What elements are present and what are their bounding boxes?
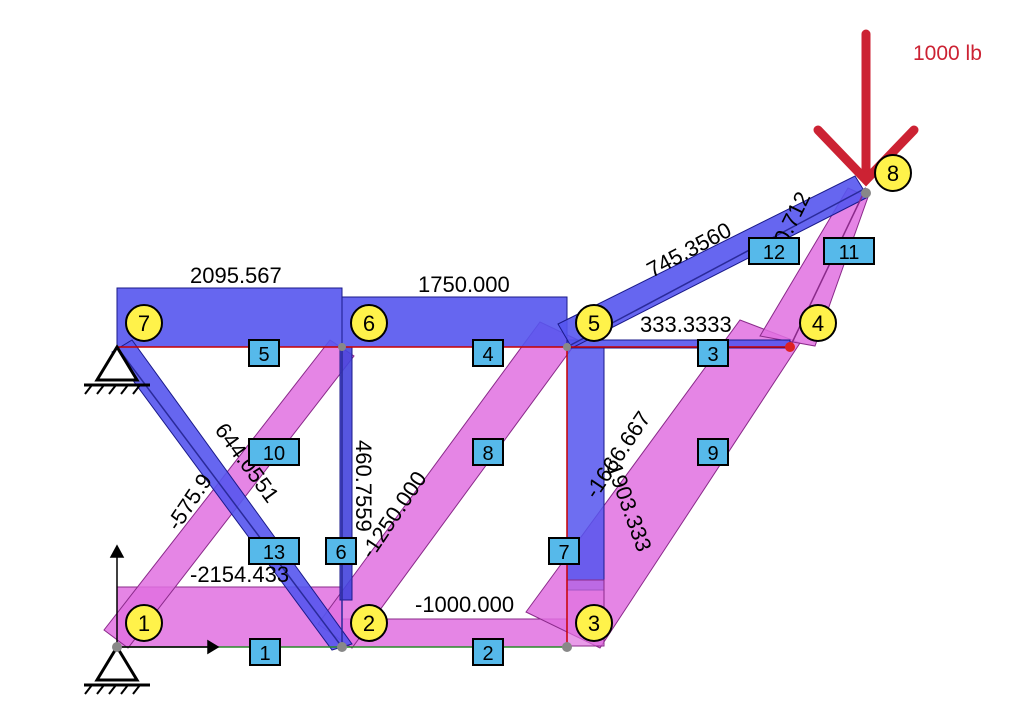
node-6[interactable]: 6 [350, 304, 388, 342]
member-tag-13[interactable]: 13 [248, 537, 300, 565]
node-label: 8 [887, 161, 899, 186]
load-arrow [813, 29, 919, 187]
member-tag-7[interactable]: 7 [548, 537, 580, 565]
node-2[interactable]: 2 [350, 604, 388, 642]
member-tag-label: 6 [335, 542, 346, 564]
node-label: 1 [138, 611, 150, 636]
force-label-member-1: -2154.433 [190, 562, 289, 587]
member-tag-label: 2 [482, 643, 493, 665]
force-label-member-5: 2095.567 [190, 263, 282, 288]
load-label: 1000 lb [913, 42, 982, 65]
pin-support-node-1 [84, 644, 150, 695]
node-label: 6 [363, 311, 375, 336]
joint-dots [112, 188, 871, 652]
member-tag-label: 13 [263, 542, 285, 564]
member-tag-10[interactable]: 10 [248, 438, 300, 466]
member-tag-label: 12 [763, 242, 785, 264]
node-4[interactable]: 4 [799, 304, 837, 342]
truss-line [566, 187, 867, 348]
member-tag-5[interactable]: 5 [248, 339, 280, 367]
node-7[interactable]: 7 [125, 304, 163, 342]
pin-support-node-7 [84, 344, 150, 395]
member-tag-label: 11 [839, 242, 860, 264]
member-tag-label: 8 [482, 443, 493, 465]
member-tag-label: 7 [558, 542, 569, 564]
member-tag-label: 9 [707, 443, 718, 465]
force-label-member-4: 1750.000 [418, 272, 510, 297]
member-tags: 1 2 3 4 5 6 7 8 [248, 237, 875, 666]
node-1[interactable]: 1 [125, 604, 163, 642]
node-label: 7 [138, 311, 150, 336]
member-tag-label: 5 [258, 344, 269, 366]
force-label-member-2: -1000.000 [415, 592, 514, 617]
member-tag-label: 3 [707, 344, 718, 366]
node-label: 2 [363, 611, 375, 636]
member-tag-11[interactable]: 11 [823, 237, 875, 265]
member-tag-8[interactable]: 8 [472, 438, 504, 466]
member-tag-1[interactable]: 1 [249, 638, 281, 666]
node-8[interactable]: 8 [874, 154, 912, 192]
member-tag-4[interactable]: 4 [472, 339, 504, 367]
node-5[interactable]: 5 [575, 304, 613, 342]
member-tag-3[interactable]: 3 [697, 339, 729, 367]
node-3[interactable]: 3 [575, 604, 613, 642]
member-tag-label: 10 [263, 443, 285, 465]
node-label: 5 [588, 311, 600, 336]
member-tag-2[interactable]: 2 [472, 638, 504, 666]
member-tag-label: 1 [259, 643, 270, 665]
member-tag-6[interactable]: 6 [325, 537, 357, 565]
member-tag-12[interactable]: 12 [748, 237, 800, 265]
force-label-member-6: 460.7559 [351, 440, 376, 532]
force-bands [103, 175, 869, 651]
axes-indicator [109, 544, 220, 655]
nodes: 1 2 3 4 5 6 7 8 [125, 154, 912, 642]
member-tag-label: 4 [482, 344, 493, 366]
force-label-member-3: 333.3333 [640, 312, 732, 337]
node-label: 3 [588, 611, 600, 636]
member-tag-9[interactable]: 9 [697, 438, 729, 466]
truss-line [116, 346, 343, 648]
node-label: 4 [812, 311, 824, 336]
